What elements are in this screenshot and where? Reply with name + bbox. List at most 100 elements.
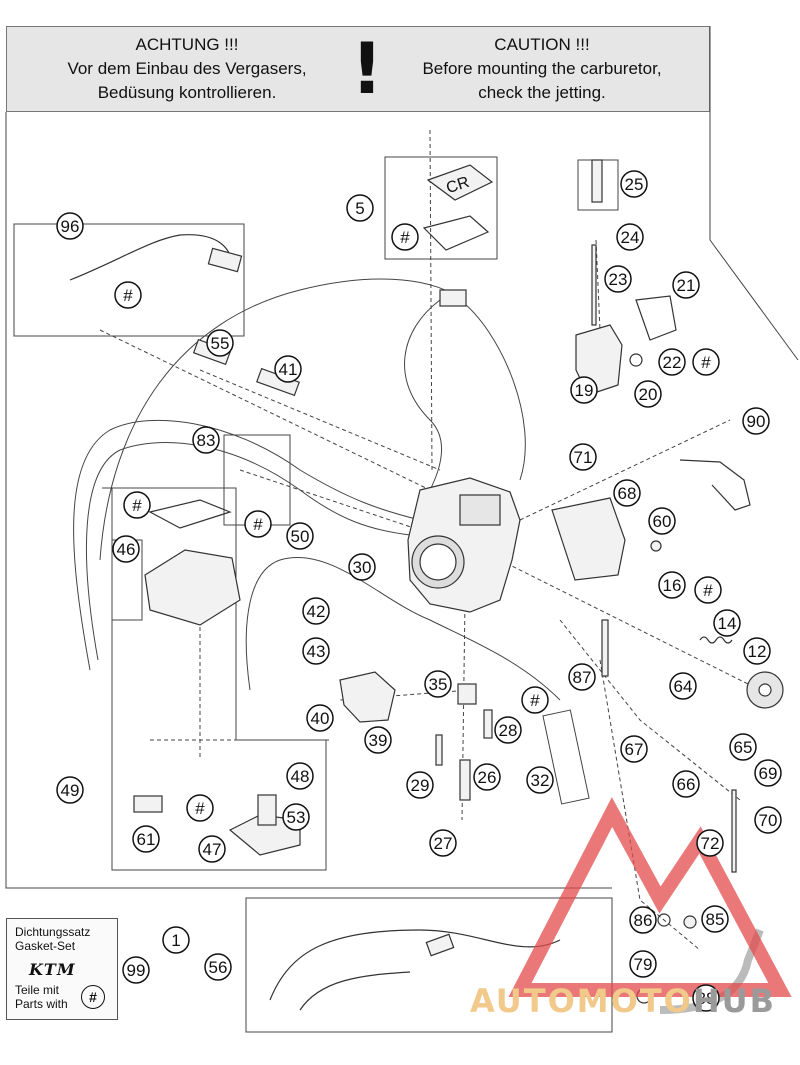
assembly-line (99, 329, 431, 491)
callout-marker (570, 376, 598, 404)
callout-number: 90 (747, 412, 766, 431)
callout-number: 20 (639, 385, 658, 404)
callout-marker (494, 716, 522, 744)
throttle-cable (73, 419, 421, 671)
callout-marker (629, 906, 657, 934)
vent-pipe (679, 459, 751, 511)
washer (657, 913, 671, 927)
callout-marker (306, 704, 334, 732)
cover-gasket (422, 215, 490, 251)
callout-number: 69 (759, 764, 778, 783)
hash-marker (114, 281, 142, 309)
callout-number: 47 (203, 840, 222, 859)
callout-marker (348, 553, 376, 581)
subassembly-box-56 (245, 897, 613, 1033)
cable-adjuster (425, 933, 455, 957)
callout-number: 86 (634, 911, 653, 930)
callout-number: 14 (718, 614, 737, 633)
sensor-cable (69, 234, 233, 281)
pump-part (257, 794, 277, 826)
gasket-kit-label-en: Gasket-Set (15, 939, 76, 953)
callout-number: 35 (429, 675, 448, 694)
callout-marker (162, 926, 190, 954)
callout-marker (56, 212, 84, 240)
callout-marker (473, 763, 501, 791)
callout-marker (302, 637, 330, 665)
callout-marker (206, 329, 234, 357)
callout-marker (648, 507, 676, 535)
callout-marker (286, 762, 314, 790)
watermark-logo (508, 797, 792, 997)
hash-marker (391, 223, 419, 251)
jet-needle (435, 734, 443, 766)
hash-marker (694, 576, 722, 604)
return-spring (699, 636, 733, 644)
assembly-line (519, 419, 731, 521)
callout-number: 85 (706, 910, 725, 929)
callout-marker (669, 672, 697, 700)
throttle-cable (86, 442, 411, 661)
gasket-kit-box: Dichtungssatz Gasket-Set KTM Teile mit P… (6, 918, 118, 1020)
callout-number: 49 (61, 781, 80, 800)
lever-cover (551, 497, 626, 581)
callout-number: 60 (653, 512, 672, 531)
gasket-kit-note-en: Parts with (15, 997, 68, 1011)
float-bowl (144, 549, 241, 626)
cable-sleeve (404, 299, 443, 491)
callout-marker (569, 443, 597, 471)
callout-marker (620, 170, 648, 198)
callout-marker (286, 522, 314, 550)
callout-number: 12 (748, 642, 767, 661)
callout-number: 21 (677, 276, 696, 295)
callout-number: 39 (369, 731, 388, 750)
callout-number: 1 (171, 931, 180, 950)
callout-number: 68 (618, 484, 637, 503)
callout-number: 96 (61, 217, 80, 236)
callout-number: 66 (677, 775, 696, 794)
callout-number: 41 (279, 360, 298, 379)
callout-number: 46 (117, 540, 136, 559)
callout-number: 23 (609, 270, 628, 289)
choke-knob (339, 671, 396, 723)
hash-symbol-icon: # (81, 985, 105, 1009)
callout-marker (429, 829, 457, 857)
callout-number: 19 (575, 381, 594, 400)
callout-number: 50 (291, 527, 310, 546)
callout-number: 88 (697, 989, 716, 1008)
callout-number: 61 (137, 830, 156, 849)
callout-number: 83 (197, 431, 216, 450)
assembly-line (239, 469, 421, 531)
hash-marker (186, 794, 214, 822)
callout-marker (204, 953, 232, 981)
callout-marker (658, 571, 686, 599)
callout-number: 64 (674, 677, 693, 696)
callout-number: 25 (625, 175, 644, 194)
o-ring (629, 353, 643, 367)
callout-marker (696, 829, 724, 857)
assembly-line (429, 129, 433, 471)
exclamation-icon: ! (351, 28, 383, 110)
callout-marker (743, 637, 771, 665)
gasket-kit-note-de: Teile mit (15, 983, 60, 997)
subassembly-box-96 (13, 223, 245, 337)
carburetor-bore (419, 543, 457, 581)
idle-screw (601, 619, 609, 677)
screw (650, 540, 662, 552)
callout-marker (282, 803, 310, 831)
callout-number: 53 (287, 808, 306, 827)
caution-banner: ACHTUNG !!! Vor dem Einbau des Vergasers… (6, 26, 710, 112)
callout-marker (658, 348, 686, 376)
watermark-text: AUTOMOTOHUB (470, 982, 776, 1020)
subassembly-box-32 (542, 709, 590, 805)
callout-marker (346, 194, 374, 222)
ktm-logo: KTM (29, 960, 76, 979)
callout-marker (616, 223, 644, 251)
carburetor-top (459, 494, 501, 526)
throttle-cable (245, 557, 561, 701)
main-jet (459, 759, 471, 801)
assembly-line (595, 239, 601, 331)
callout-marker (274, 355, 302, 383)
hash-marker (244, 510, 272, 538)
